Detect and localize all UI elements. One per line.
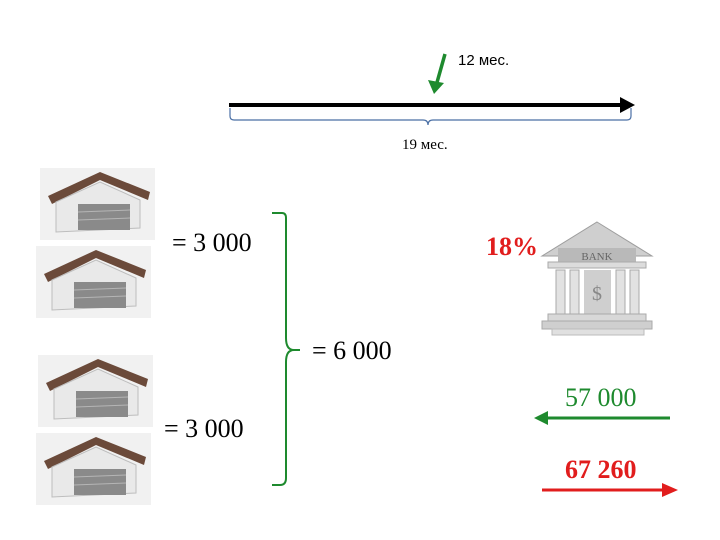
dollar-sign: $: [592, 283, 602, 305]
outflow-amount: 67 260: [565, 455, 637, 484]
equation-total: = 6 000: [312, 336, 392, 365]
interest-rate: 18%: [486, 232, 538, 261]
garage-icon: [38, 355, 153, 427]
timeline: [225, 50, 645, 130]
garage-icon: [40, 168, 155, 240]
right-arrow-icon: [540, 480, 680, 500]
bank-sign-text: BANK: [581, 251, 612, 263]
down-arrow-icon: [425, 52, 455, 97]
green-brace: [270, 210, 310, 490]
equation-top: = 3 000: [172, 228, 252, 257]
timeline-top-label: 12 мес.: [458, 52, 510, 69]
garage-icon: [36, 433, 151, 505]
inflow-amount: 57 000: [565, 383, 637, 412]
timeline-bottom-label: 19 мес.: [402, 137, 448, 153]
bank-building-icon: BANK $: [540, 218, 655, 346]
left-arrow-icon: [532, 408, 672, 428]
timeline-axis: [229, 97, 635, 126]
equation-bottom: = 3 000: [164, 414, 244, 443]
garage-icon: [36, 246, 151, 318]
